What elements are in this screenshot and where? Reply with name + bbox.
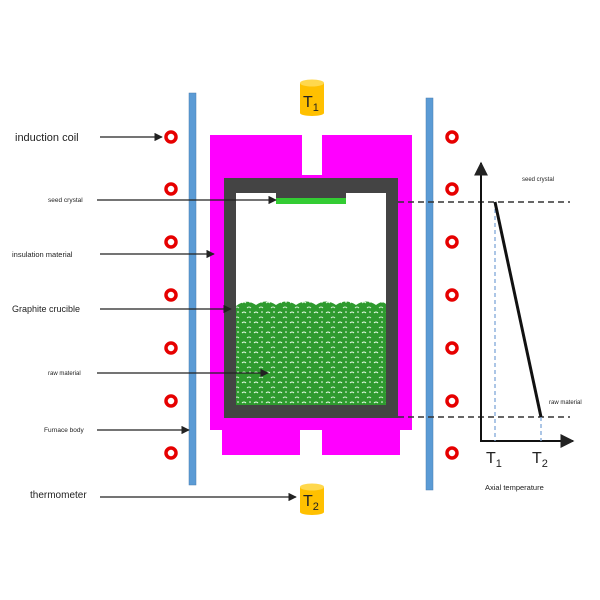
- seed-holder: [276, 190, 346, 198]
- axial-temperature-plot: seed crystal raw material T1 T2 Axial te…: [398, 161, 582, 492]
- label-thermometer-group: thermometer: [30, 490, 297, 502]
- label-thermometer: thermometer: [30, 490, 87, 501]
- coil-ring: [164, 130, 178, 144]
- label-seed-crystal-group: seed crystal: [48, 195, 277, 205]
- plot-raw-material-label: raw material: [549, 400, 582, 406]
- plot-axis-label: Axial temperature: [485, 483, 544, 492]
- temperature-gradient-line: [493, 201, 543, 418]
- coil-ring: [445, 130, 459, 144]
- thermometer-top-label: T1: [303, 94, 319, 114]
- thermometer-bottom-label: T2: [303, 493, 319, 513]
- coil-ring: [164, 446, 178, 460]
- furnace-wall-left: [188, 92, 197, 486]
- raw-material-charge: [236, 301, 386, 405]
- graphite-crucible: [224, 178, 398, 418]
- coil-ring: [445, 235, 459, 249]
- thermometer-top: T1: [300, 79, 324, 116]
- coil-ring: [164, 288, 178, 302]
- insulation-top-right: [322, 135, 412, 180]
- label-induction-coil-group: induction coil: [15, 132, 163, 144]
- coil-ring: [164, 341, 178, 355]
- seed-crystal: [276, 198, 346, 204]
- induction-coils-left: [164, 130, 178, 460]
- coil-ring: [164, 182, 178, 196]
- label-raw-material: raw material: [48, 371, 81, 377]
- thermometer-bottom: T2: [300, 483, 324, 515]
- label-graphite-crucible-group: Graphite crucible: [12, 304, 232, 314]
- insulation-bottom-right: [322, 415, 400, 455]
- coil-ring: [164, 235, 178, 249]
- coil-ring: [445, 288, 459, 302]
- plot-t1-label: T1: [486, 450, 502, 470]
- induction-coils-right: [445, 130, 459, 460]
- coil-ring: [445, 446, 459, 460]
- label-insulation-material-group: insulation material: [12, 249, 215, 259]
- label-furnace-body-group: Furnace body: [44, 425, 190, 435]
- label-seed-crystal: seed crystal: [48, 197, 83, 204]
- plot-t2-label: T2: [532, 450, 548, 470]
- plot-seed-crystal-label: seed crystal: [522, 177, 554, 183]
- label-graphite-crucible: Graphite crucible: [12, 304, 80, 314]
- insulation-bottom-left: [222, 415, 300, 455]
- coil-ring: [445, 394, 459, 408]
- label-induction-coil: induction coil: [15, 132, 79, 144]
- furnace-wall-right: [425, 97, 434, 491]
- label-furnace-body: Furnace body: [44, 427, 84, 434]
- coil-ring: [445, 341, 459, 355]
- insulation-top-left: [210, 135, 302, 180]
- label-insulation-material: insulation material: [12, 250, 73, 259]
- label-raw-material-group: raw material: [48, 368, 269, 378]
- coil-ring: [445, 182, 459, 196]
- coil-ring: [164, 394, 178, 408]
